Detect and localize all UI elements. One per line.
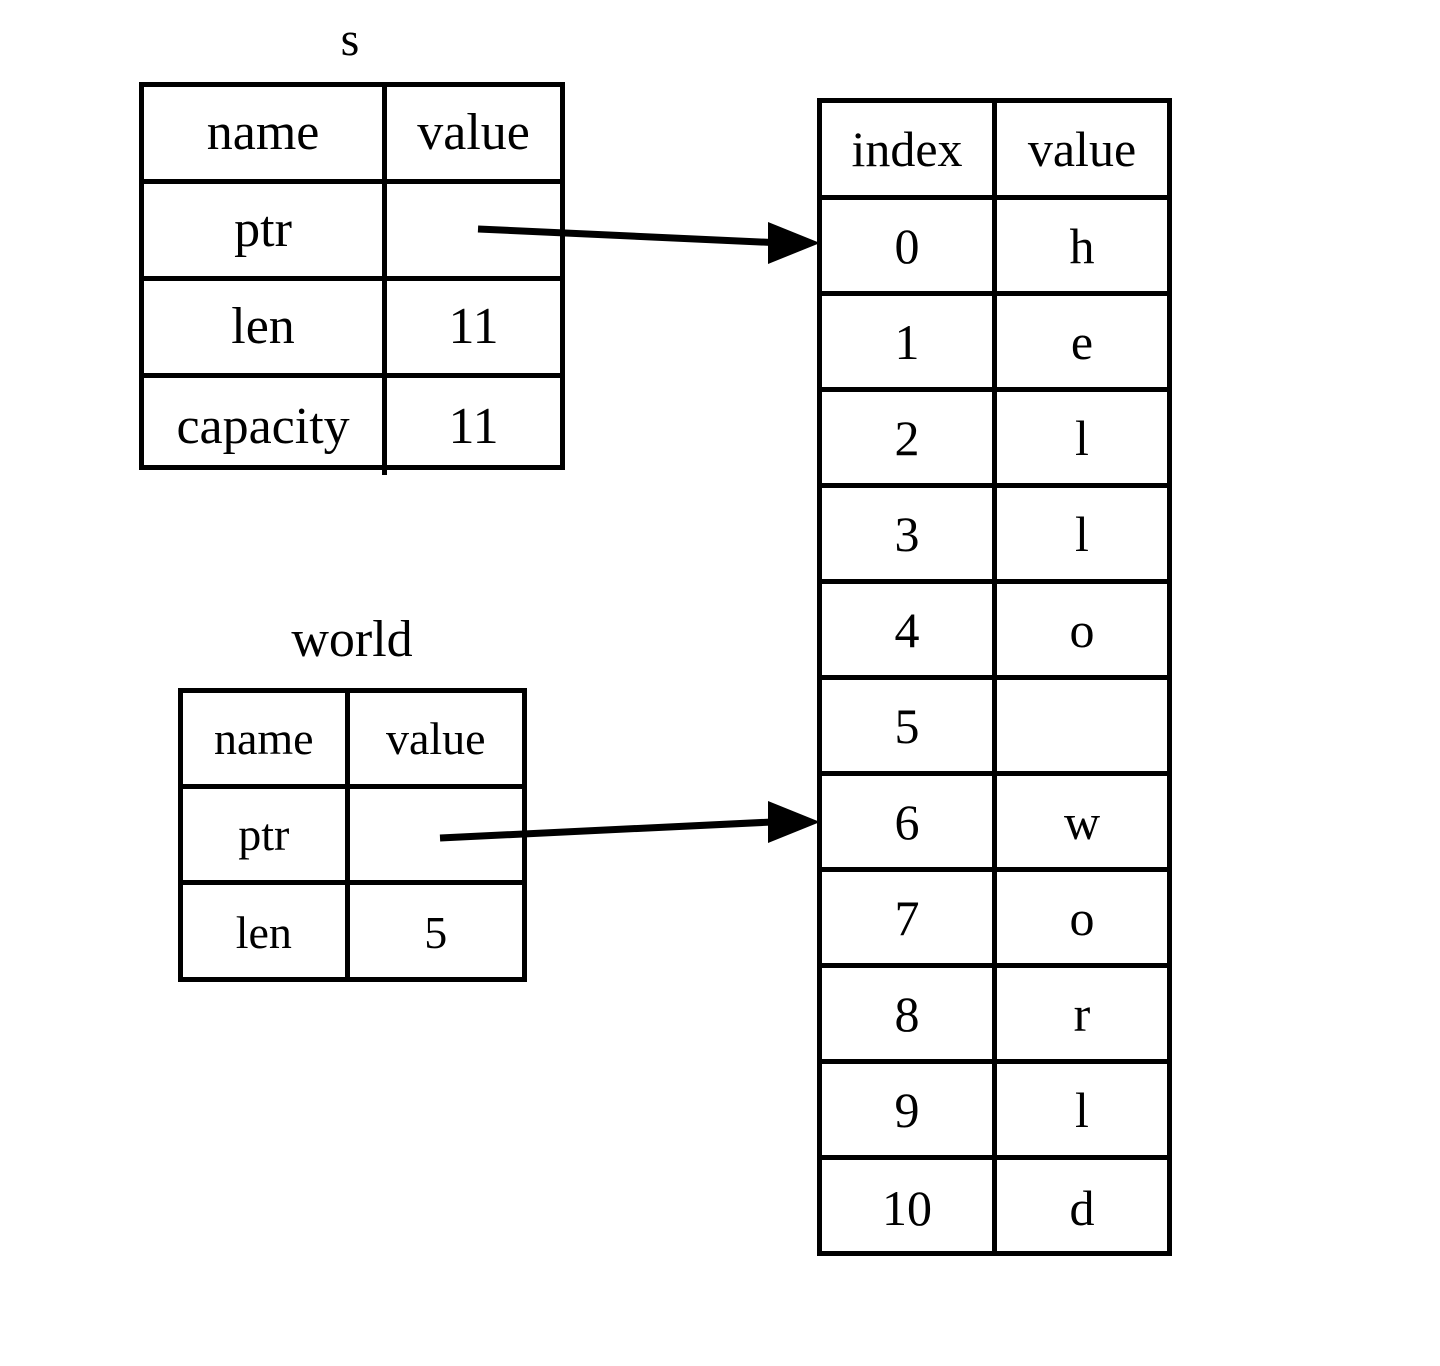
buffer-value-6: w xyxy=(1063,793,1101,850)
buffer-value-5 xyxy=(997,680,1167,771)
struct-s-title: s xyxy=(340,13,360,66)
struct-s-row-len: len 11 xyxy=(144,281,560,378)
buffer-row-4: 4 o xyxy=(822,584,1167,680)
buffer-index-9: 9 xyxy=(822,1064,997,1155)
buffer-row-7: 7 o xyxy=(822,872,1167,968)
struct-s-field-value-capacity: 11 xyxy=(448,397,499,455)
buffer-row-0: 0 h xyxy=(822,200,1167,296)
buffer-value-0: h xyxy=(1069,217,1095,274)
struct-world-header-row: name value xyxy=(183,693,522,789)
struct-world-title: world xyxy=(291,611,413,668)
buffer-index-10: 10 xyxy=(822,1160,997,1256)
buffer-row-8: 8 r xyxy=(822,968,1167,1064)
buffer-row-1: 1 e xyxy=(822,296,1167,392)
struct-s-header-row: name value xyxy=(144,87,560,184)
struct-s-field-name-capacity: capacity xyxy=(144,378,388,475)
struct-s-row-ptr: ptr xyxy=(144,184,560,281)
buffer-row-2: 2 l xyxy=(822,392,1167,488)
buffer-value-8: r xyxy=(1073,985,1091,1042)
struct-s-field-value-ptr xyxy=(387,184,560,276)
struct-world-field-value-len: 5 xyxy=(424,907,448,958)
buffer-value-10: d xyxy=(1069,1180,1095,1236)
buffer-index-8: 8 xyxy=(822,968,997,1059)
struct-world-header-name: name xyxy=(183,693,350,784)
buffer-index-1: 1 xyxy=(822,296,997,387)
buffer-index-0: 0 xyxy=(822,200,997,291)
struct-world-field-name-ptr: ptr xyxy=(183,789,350,880)
buffer-index-2: 2 xyxy=(822,392,997,483)
struct-s-header-name: name xyxy=(144,87,388,179)
buffer-value-7: o xyxy=(1069,889,1095,946)
struct-world-table: name value ptr len 5 xyxy=(178,688,527,982)
buffer-index-3: 3 xyxy=(822,488,997,579)
struct-s-row-capacity: capacity 11 xyxy=(144,378,560,475)
buffer-index-7: 7 xyxy=(822,872,997,963)
buffer-header-row: index value xyxy=(822,103,1167,200)
buffer-row-10: 10 d xyxy=(822,1160,1167,1256)
struct-s-header-value: value xyxy=(417,104,530,161)
buffer-index-4: 4 xyxy=(822,584,997,675)
struct-s-field-name-len: len xyxy=(144,281,388,373)
struct-world-field-value-ptr xyxy=(350,789,522,880)
struct-s-field-name-ptr: ptr xyxy=(144,184,388,276)
buffer-value-3: l xyxy=(1075,505,1089,562)
buffer-value-4: o xyxy=(1069,601,1095,658)
buffer-value-2: l xyxy=(1075,409,1089,466)
buffer-row-9: 9 l xyxy=(822,1064,1167,1160)
buffer-row-6: 6 w xyxy=(822,776,1167,872)
struct-world-row-ptr: ptr xyxy=(183,789,522,885)
struct-s-table: name value ptr len 11 capacity 11 xyxy=(139,82,565,475)
struct-s-field-value-len: 11 xyxy=(448,298,499,355)
buffer-index-6: 6 xyxy=(822,776,997,867)
buffer-table: index value 0 h 1 e 2 l 3 l 4 o 5 6 w xyxy=(817,98,1172,1256)
buffer-value-9: l xyxy=(1075,1081,1089,1138)
buffer-index-5: 5 xyxy=(822,680,997,771)
buffer-header-index: index xyxy=(822,103,997,195)
buffer-header-value: value xyxy=(1027,121,1137,177)
buffer-row-5: 5 xyxy=(822,680,1167,776)
buffer-row-3: 3 l xyxy=(822,488,1167,584)
struct-world-row-len: len 5 xyxy=(183,885,522,981)
struct-world-header-value: value xyxy=(385,712,486,764)
buffer-value-1: e xyxy=(1070,313,1094,370)
struct-world-field-name-len: len xyxy=(183,885,350,981)
